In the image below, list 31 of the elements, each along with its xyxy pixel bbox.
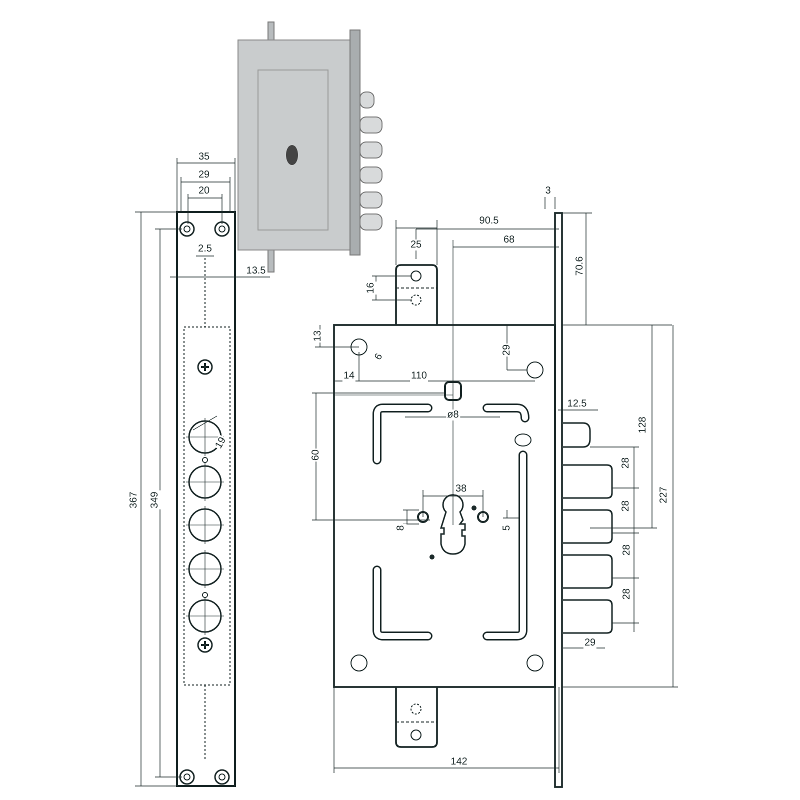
dimension-label: 12.5 xyxy=(566,398,588,410)
dimension-label: 29 xyxy=(583,638,597,648)
dimension-label: 29 xyxy=(502,343,512,357)
dimension-label: 25 xyxy=(409,240,423,250)
dimension-label: 2.5 xyxy=(197,244,213,254)
dimension-label: 28 xyxy=(620,456,632,470)
dimension-label: 227 xyxy=(658,486,670,504)
dimension-label: 13.5 xyxy=(245,266,267,276)
dimension-label: 8 xyxy=(396,524,406,532)
dimension-label: 38 xyxy=(454,484,468,494)
dimension-label: 68 xyxy=(502,234,516,246)
dimension-label: 20 xyxy=(197,186,211,196)
dimension-label: 349 xyxy=(150,490,160,510)
dimension-label: 3 xyxy=(544,186,552,196)
dimension-label: 16 xyxy=(366,281,376,295)
dimension-label: 29 xyxy=(197,170,211,180)
dimension-label: 90.5 xyxy=(478,216,500,226)
dimension-label: 28 xyxy=(620,499,632,513)
dimension-label: 60 xyxy=(310,448,322,462)
dimension-label: 14 xyxy=(342,370,356,382)
dimension-label: 28 xyxy=(622,587,632,601)
dimension-label: 367 xyxy=(128,490,140,510)
dimension-label: 28 xyxy=(622,543,632,557)
dimension-label: 128 xyxy=(638,416,648,434)
dimension-label: 110 xyxy=(410,370,428,382)
dimension-label: 35 xyxy=(197,152,211,162)
dimension-label: 5 xyxy=(502,524,512,532)
dimension-label: 142 xyxy=(450,756,468,768)
dimension-label: 13 xyxy=(312,329,324,343)
dimension-label: ø8 xyxy=(446,410,460,420)
dimension-label: 70.6 xyxy=(574,255,586,277)
